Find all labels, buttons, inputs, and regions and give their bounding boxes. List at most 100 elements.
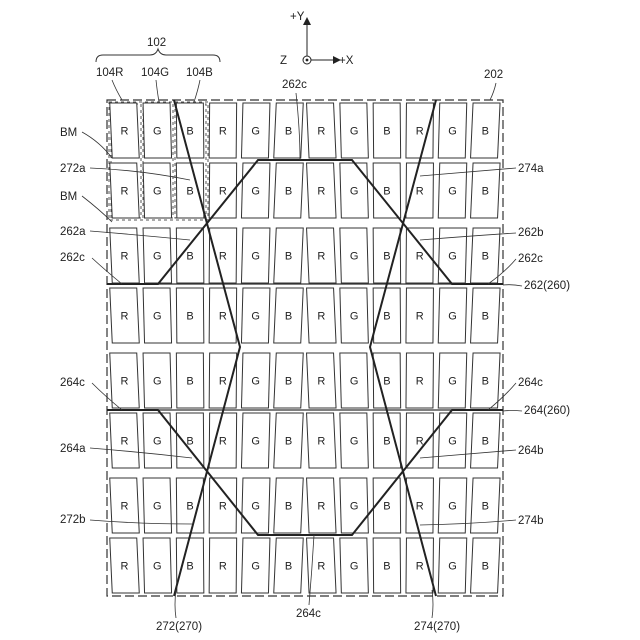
leader-274a	[420, 168, 516, 176]
subpixel-label: R	[416, 251, 424, 263]
subpixel-label: B	[285, 251, 292, 263]
subpixel-label: R	[121, 186, 129, 198]
subpixel-label: R	[121, 501, 129, 513]
subpixel-label: R	[121, 376, 129, 388]
subpixel-label: B	[482, 186, 489, 198]
subpixel-label: G	[251, 311, 260, 323]
subpixel-grid: R G B R G B R G B R G B R G B R G B R G B R G B R G B R G B R G B R G B R G B R…	[110, 103, 500, 593]
ref-262b: 262b	[518, 227, 544, 239]
subpixel-label: R	[317, 186, 325, 198]
axis-indicator: +Y +X Z	[280, 11, 354, 67]
ref-264a: 264a	[60, 443, 86, 455]
subpixel-label: B	[482, 561, 489, 573]
ref-104G: 104G	[141, 67, 169, 79]
subpixel-label: B	[186, 251, 193, 263]
ref-104B: 104B	[186, 67, 213, 79]
subpixel-label: G	[350, 561, 359, 573]
subpixel-label: G	[448, 561, 457, 573]
leader-104G	[156, 80, 159, 102]
ref-272a: 272a	[60, 163, 86, 175]
subpixel-label: R	[219, 501, 227, 513]
subpixel-label: R	[317, 436, 325, 448]
subpixel-label: B	[482, 311, 489, 323]
subpixel-label: R	[121, 126, 129, 138]
subpixel-label: R	[416, 186, 424, 198]
subpixel-label: G	[251, 501, 260, 513]
ref-262c-right: 262c	[518, 253, 543, 265]
subpixel-label: R	[121, 561, 129, 573]
leader-104R	[112, 80, 122, 100]
ref-102: 102	[147, 37, 166, 49]
subpixel-label: R	[219, 126, 227, 138]
subpixel-label: R	[416, 126, 424, 138]
subpixel-label: B	[383, 251, 390, 263]
ref-262c-left: 262c	[60, 252, 85, 264]
subpixel-label: B	[285, 501, 292, 513]
subpixel-label: G	[448, 251, 457, 263]
subpixel-label: B	[482, 436, 489, 448]
ref-264-260: 264(260)	[524, 405, 570, 417]
ref-264c-right: 264c	[518, 377, 543, 389]
subpixel-label: G	[350, 501, 359, 513]
subpixel-label: B	[285, 561, 292, 573]
ref-bm-mid: BM	[60, 191, 77, 203]
subpixel-label: G	[448, 126, 457, 138]
subpixel-label: G	[350, 251, 359, 263]
subpixel-label: R	[416, 501, 424, 513]
subpixel-label: R	[121, 251, 129, 263]
ref-202: 202	[484, 69, 503, 81]
subpixel-label: G	[153, 436, 162, 448]
subpixel-label: B	[186, 561, 193, 573]
ref-274a: 274a	[518, 163, 544, 175]
leader-264b	[420, 450, 516, 458]
ref-262c-top: 262c	[282, 79, 307, 91]
axis-x-label: +X	[339, 55, 354, 67]
subpixel-label: R	[317, 126, 325, 138]
leader-272-270	[175, 590, 176, 618]
subpixel-label: R	[416, 376, 424, 388]
subpixel-label: B	[383, 561, 390, 573]
ref-272-270: 272(270)	[156, 621, 202, 633]
subpixel-label: G	[153, 251, 162, 263]
ref-262a: 262a	[60, 226, 86, 238]
subpixel-label: G	[153, 376, 162, 388]
subpixel-label: G	[448, 501, 457, 513]
subpixel-label: R	[219, 376, 227, 388]
subpixel-label: B	[383, 186, 390, 198]
subpixel-label: G	[153, 186, 162, 198]
subpixel-label: R	[219, 251, 227, 263]
subpixel-label: B	[285, 126, 292, 138]
subpixel-label: G	[350, 186, 359, 198]
subpixel-label: G	[153, 501, 162, 513]
subpixel-label: R	[317, 251, 325, 263]
subpixel-label: B	[186, 186, 193, 198]
ref-262-260: 262(260)	[524, 280, 570, 292]
ref-264c-bottom: 264c	[296, 608, 321, 620]
subpixel-label: G	[251, 436, 260, 448]
bracket-102	[96, 49, 220, 62]
subpixel-label: G	[350, 376, 359, 388]
leader-202	[490, 83, 496, 100]
subpixel-label: G	[251, 126, 260, 138]
subpixel-label: B	[186, 126, 193, 138]
subpixel-label: G	[153, 311, 162, 323]
ref-264c-left: 264c	[60, 377, 85, 389]
subpixel-label: R	[317, 501, 325, 513]
subpixel-label: B	[186, 311, 193, 323]
axis-z-label: Z	[280, 55, 287, 67]
ref-274b: 274b	[518, 515, 544, 527]
subpixel-label: R	[317, 376, 325, 388]
subpixel-label: G	[448, 186, 457, 198]
subpixel-label: B	[482, 251, 489, 263]
subpixel-label: G	[153, 561, 162, 573]
ref-bm-top: BM	[60, 127, 77, 139]
subpixel-label: R	[317, 561, 325, 573]
subpixel-label: G	[350, 311, 359, 323]
subpixel-label: G	[350, 436, 359, 448]
subpixel-label: B	[383, 311, 390, 323]
subpixel-label: B	[285, 436, 292, 448]
subpixel-label: R	[416, 561, 424, 573]
subpixel-label: B	[383, 126, 390, 138]
subpixel-label: B	[186, 501, 193, 513]
